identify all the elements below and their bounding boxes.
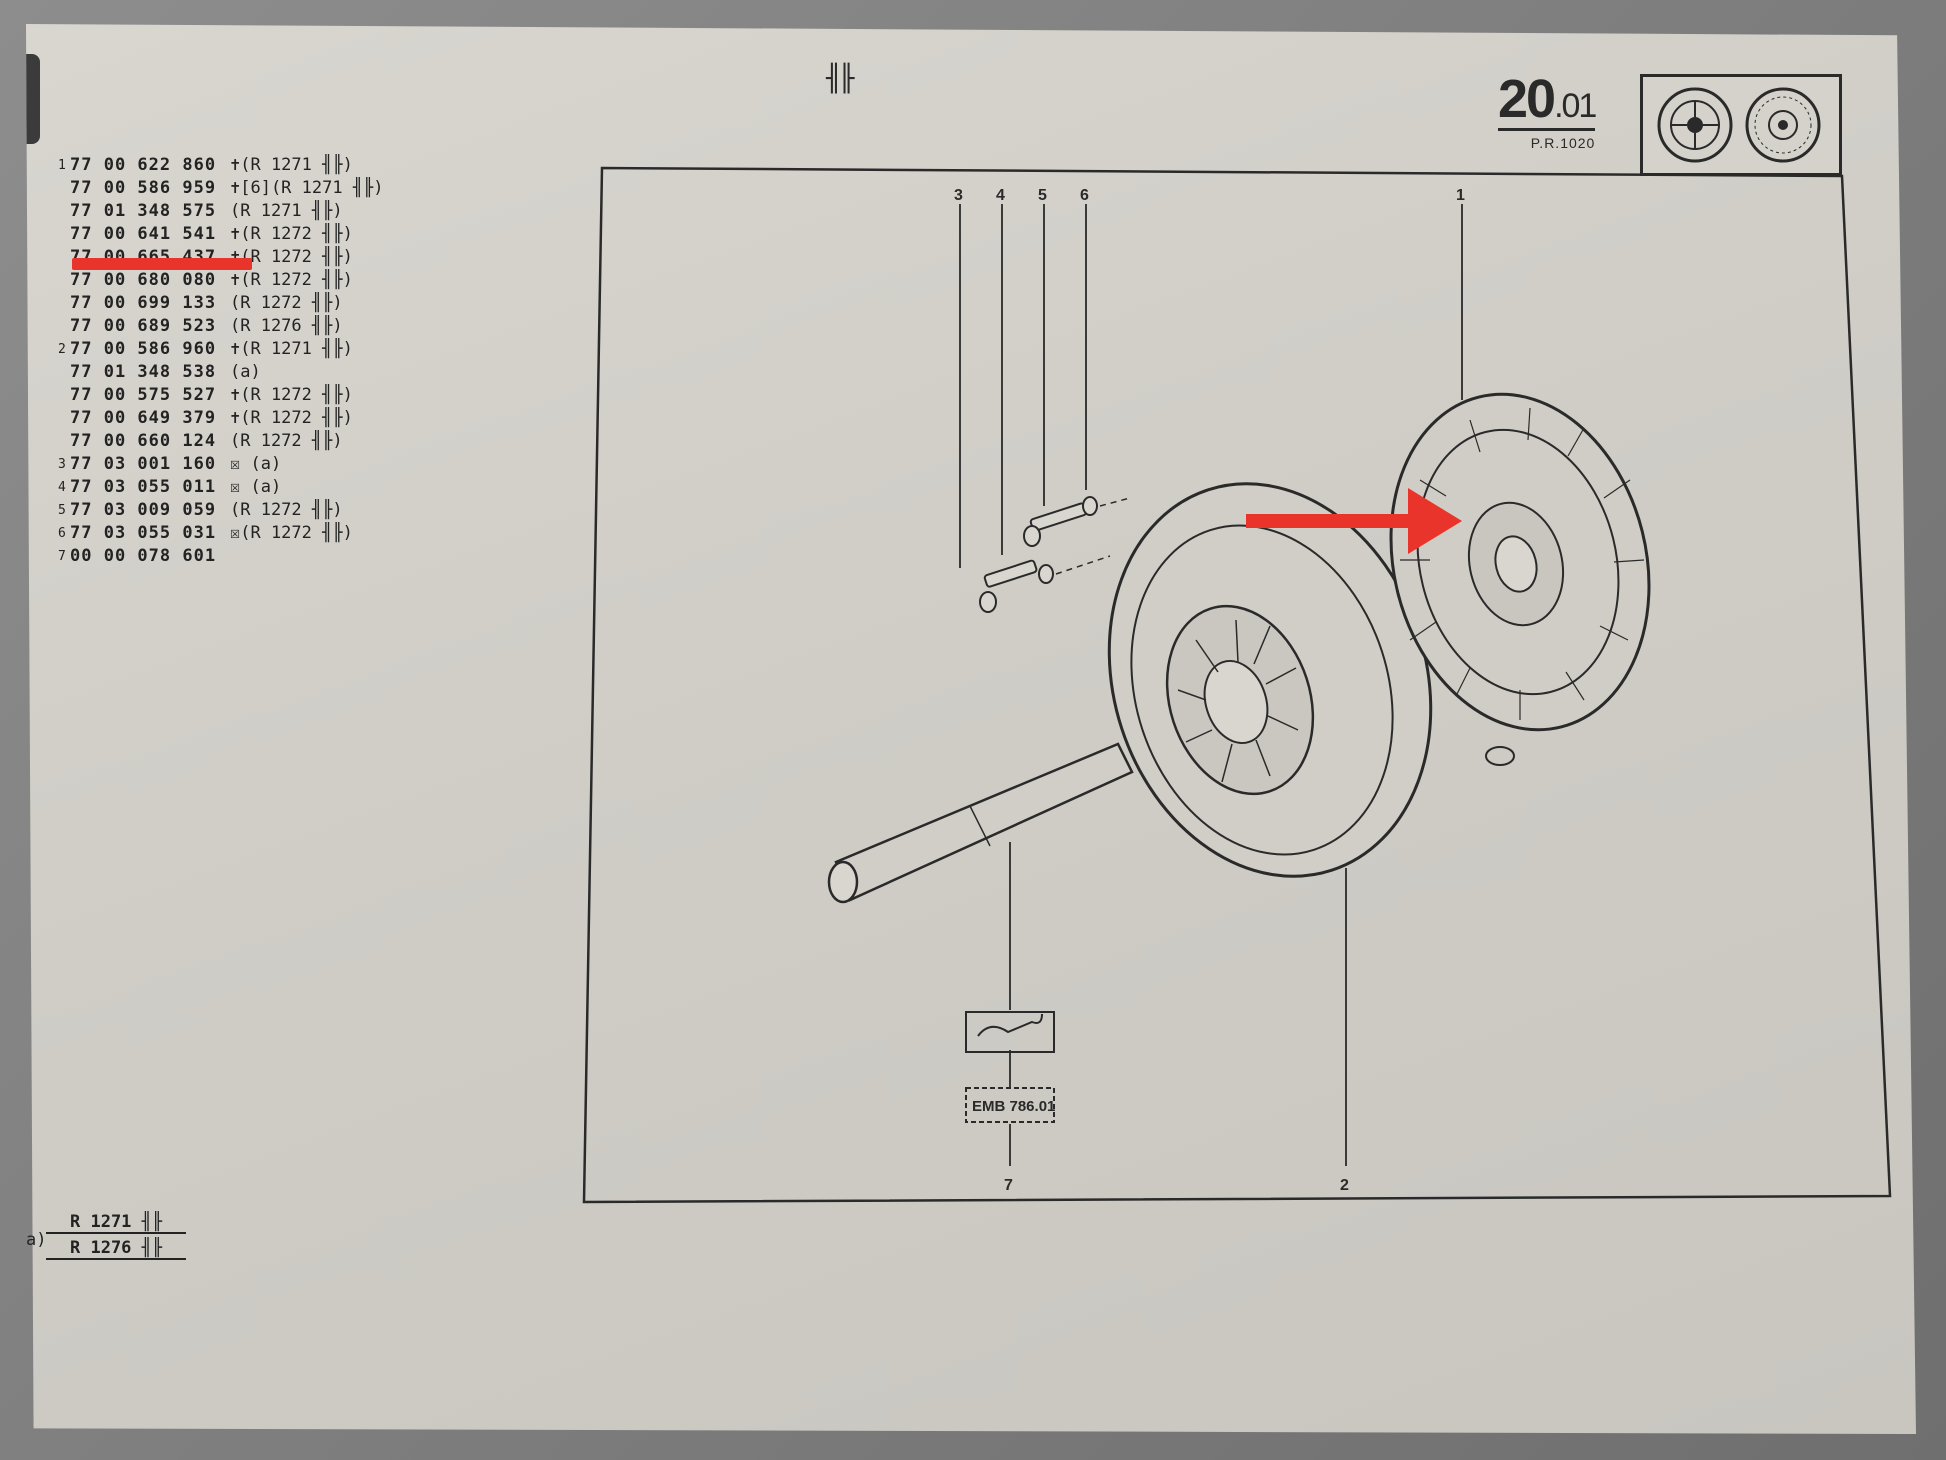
legend-marker: a) bbox=[26, 1230, 47, 1250]
part-number: 77 00 641 541 bbox=[70, 224, 217, 244]
section-heading: 20.01 P.R.1020 bbox=[1498, 69, 1597, 151]
part-note: ☒(R 1272 ╢╟) bbox=[230, 523, 353, 543]
part-row: 77 01 348 538 (a) bbox=[58, 361, 384, 384]
section-sub-number: .01 bbox=[1554, 87, 1597, 125]
part-row: 77 00 699 133 (R 1272 ╢╟) bbox=[58, 292, 384, 315]
part-note: ✝[6](R 1271 ╢╟) bbox=[230, 178, 384, 198]
part-position: 5 bbox=[58, 503, 66, 518]
part-note: ✝(R 1272 ╢╟) bbox=[230, 224, 353, 244]
part-row: 5 77 03 009 059 (R 1272 ╢╟) bbox=[58, 499, 384, 522]
part-row: 3 77 03 001 160 ☒ (a) bbox=[58, 453, 384, 476]
tool-label: EMB 786.01 bbox=[972, 1098, 1055, 1115]
part-position: 7 bbox=[58, 549, 66, 564]
part-row: 77 01 348 575 (R 1271 ╢╟) bbox=[58, 200, 384, 223]
vehicle-type-icon: ╢╟ bbox=[826, 64, 854, 94]
part-number: 77 01 348 538 bbox=[70, 362, 217, 382]
tool-reference: EMB 786.01 bbox=[965, 1011, 1055, 1123]
part-row: 77 00 586 959 ✝[6](R 1271 ╢╟) bbox=[58, 177, 384, 200]
centering-tool bbox=[827, 742, 1134, 904]
part-number: 77 03 055 011 bbox=[70, 477, 217, 497]
part-row: 4 77 03 055 011 ☒ (a) bbox=[58, 476, 384, 499]
part-number: 77 00 622 860 bbox=[70, 155, 217, 175]
part-row: 77 00 575 527 ✝(R 1272 ╢╟) bbox=[58, 384, 384, 407]
legend-line-1: R 1271 ╢╟ bbox=[46, 1212, 186, 1234]
part-note: ✝(R 1271 ╢╟) bbox=[230, 155, 353, 175]
clutch-thumbnail bbox=[1640, 74, 1842, 176]
part-number: 77 00 680 080 bbox=[70, 270, 217, 290]
part-row: 77 00 660 124 (R 1272 ╢╟) bbox=[58, 430, 384, 453]
part-row: 6 77 03 055 031 ☒(R 1272 ╢╟) bbox=[58, 522, 384, 545]
binder-clip bbox=[26, 54, 40, 144]
part-number: 77 03 001 160 bbox=[70, 454, 217, 474]
callout-1: 1 bbox=[1456, 187, 1465, 204]
part-position: 2 bbox=[58, 342, 66, 357]
part-row: 2 77 00 586 960 ✝(R 1271 ╢╟) bbox=[58, 338, 384, 361]
part-note: ✝(R 1272 ╢╟) bbox=[230, 270, 353, 290]
part-row: 1 77 00 622 860 ✝(R 1271 ╢╟) bbox=[58, 154, 384, 177]
part-note: (R 1272 ╢╟) bbox=[230, 293, 343, 313]
callout-7: 7 bbox=[1004, 1177, 1013, 1194]
part-number: 77 00 689 523 bbox=[70, 316, 217, 336]
parts-list: 1 77 00 622 860 ✝(R 1271 ╢╟) 77 00 586 959 ✝… bbox=[58, 154, 384, 568]
part-note: (R 1272 ╢╟) bbox=[230, 431, 343, 451]
part-row: 77 00 649 379 ✝(R 1272 ╢╟) bbox=[58, 407, 384, 430]
part-number: 77 03 009 059 bbox=[70, 500, 217, 520]
red-highlight-bar bbox=[72, 258, 252, 270]
screws bbox=[979, 496, 1098, 613]
part-row: 7 00 00 078 601 bbox=[58, 545, 384, 568]
part-note: (R 1276 ╢╟) bbox=[230, 316, 343, 336]
part-note: (R 1272 ╢╟) bbox=[230, 500, 343, 520]
callout-2: 2 bbox=[1340, 1177, 1349, 1194]
clutch-thumbnail-icon bbox=[1657, 87, 1821, 163]
part-note: ✝(R 1272 ╢╟) bbox=[230, 247, 353, 267]
callout-5: 5 bbox=[1038, 187, 1047, 204]
section-number: 20.01 bbox=[1498, 69, 1597, 131]
part-note: (R 1271 ╢╟) bbox=[230, 201, 343, 221]
part-position: 1 bbox=[58, 158, 66, 173]
part-row: 77 00 641 541 ✝(R 1272 ╢╟) bbox=[58, 223, 384, 246]
diagram-frame bbox=[582, 166, 1892, 1204]
part-position: 4 bbox=[58, 480, 66, 495]
part-number: 77 03 055 031 bbox=[70, 523, 217, 543]
part-number: 77 00 575 527 bbox=[70, 385, 217, 405]
part-note: ✝(R 1272 ╢╟) bbox=[230, 408, 353, 428]
part-note: (a) bbox=[230, 362, 261, 382]
part-number: 77 01 348 575 bbox=[70, 201, 217, 221]
part-note: ☒ (a) bbox=[230, 477, 282, 497]
callout-6: 6 bbox=[1080, 187, 1089, 204]
legend-line-2: R 1276 ╢╟ bbox=[46, 1238, 186, 1260]
part-number: 77 00 649 379 bbox=[70, 408, 217, 428]
clutch-disc bbox=[1389, 392, 1651, 766]
part-note: ☒ (a) bbox=[230, 454, 282, 474]
part-note: ✝(R 1272 ╢╟) bbox=[230, 385, 353, 405]
part-number: 77 00 586 960 bbox=[70, 339, 217, 359]
section-main-number: 20 bbox=[1498, 69, 1556, 129]
part-number: 77 00 586 959 bbox=[70, 178, 217, 198]
red-arrow-annotation bbox=[1246, 488, 1462, 554]
part-row: 77 00 689 523 (R 1276 ╢╟) bbox=[58, 315, 384, 338]
part-number: 77 00 699 133 bbox=[70, 293, 217, 313]
part-note: ✝(R 1271 ╢╟) bbox=[230, 339, 353, 359]
part-position: 3 bbox=[58, 457, 66, 472]
part-number: 00 00 078 601 bbox=[70, 546, 217, 566]
wrench-icon bbox=[977, 1013, 1043, 1037]
callout-4: 4 bbox=[996, 187, 1005, 204]
part-row: 77 00 680 080 ✝(R 1272 ╢╟) bbox=[58, 269, 384, 292]
section-pr-code: P.R.1020 bbox=[1530, 135, 1596, 151]
part-position: 6 bbox=[58, 526, 66, 541]
callout-3: 3 bbox=[954, 187, 963, 204]
part-number: 77 00 660 124 bbox=[70, 431, 217, 451]
